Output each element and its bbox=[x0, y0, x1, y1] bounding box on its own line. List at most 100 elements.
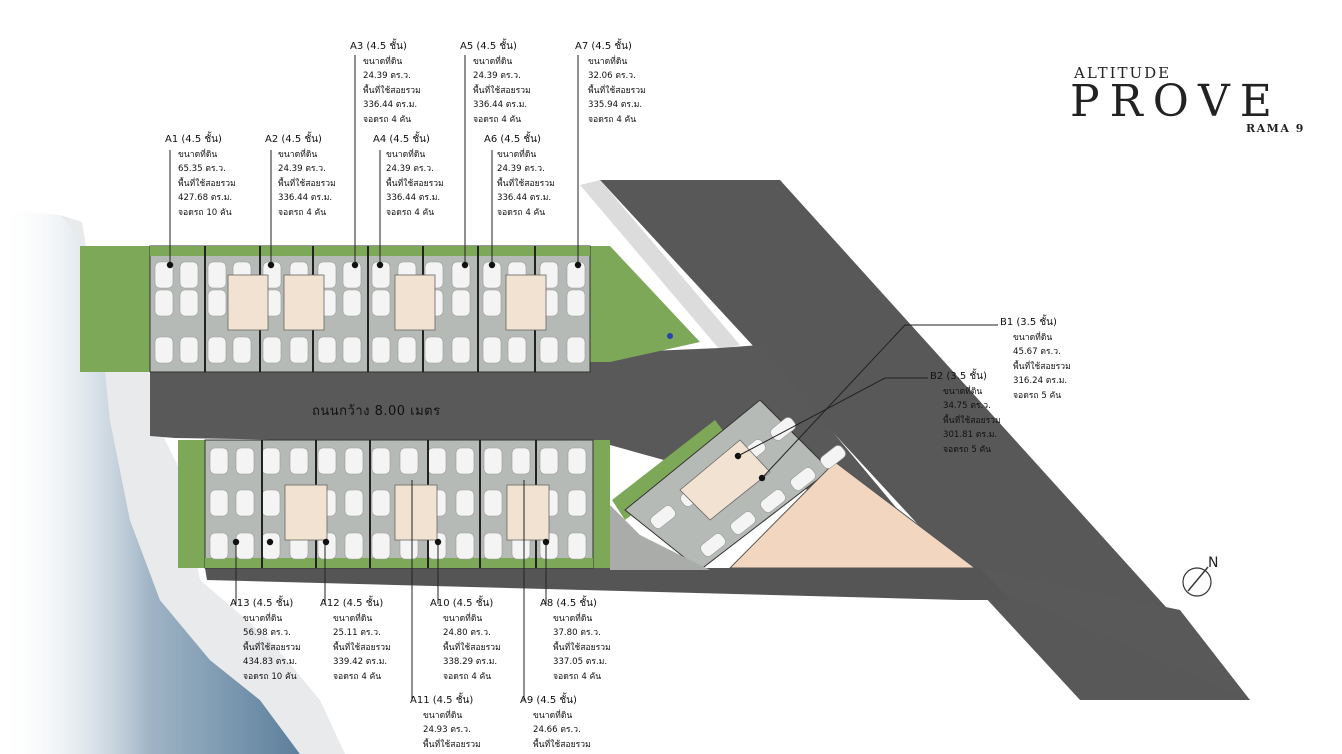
unit-area: 337.05 ตร.ม. bbox=[553, 657, 608, 667]
parked-car bbox=[539, 336, 559, 364]
unit-area-label: พื้นที่ใช้สอยรวม bbox=[333, 642, 391, 653]
unit-land: 65.35 ตร.ว. bbox=[178, 164, 226, 174]
bottom-block-grass-right bbox=[590, 440, 610, 568]
parked-car bbox=[209, 489, 229, 517]
bottom-block-hedge bbox=[205, 558, 593, 568]
parked-car bbox=[455, 532, 475, 560]
unit-label-a1: A1 (4.5 ชั้น) ขนาดที่ดิน 65.35 ตร.ว. พื้… bbox=[165, 133, 236, 220]
parked-car bbox=[154, 289, 174, 317]
parked-car bbox=[700, 533, 726, 557]
unit-marker bbox=[322, 538, 330, 546]
parked-car bbox=[424, 336, 444, 364]
parked-car bbox=[154, 261, 174, 289]
unit-label-b2: B2 (3.5 ชั้น) ขนาดที่ดิน 34.75 ตร.ว. พื้… bbox=[930, 370, 1001, 457]
unit-parking: จอดรถ 4 คัน bbox=[553, 671, 602, 682]
building-footprint bbox=[394, 484, 438, 541]
unit-title: A6 (4.5 ชั้น) bbox=[484, 134, 541, 145]
unit-title: A4 (4.5 ชั้น) bbox=[373, 134, 430, 145]
parked-car bbox=[235, 532, 255, 560]
unit-label-b1: B1 (3.5 ชั้น) ขนาดที่ดิน 45.67 ตร.ว. พื้… bbox=[1000, 316, 1071, 403]
unit-area-label: พื้นที่ใช้สอยรวม bbox=[1013, 361, 1071, 372]
unit-parking: จอดรถ 4 คัน bbox=[497, 207, 546, 218]
unit-label-a7: A7 (4.5 ชั้น) ขนาดที่ดิน 32.06 ตร.ว. พื้… bbox=[575, 40, 646, 127]
building-footprint bbox=[679, 439, 771, 521]
unit-parking: จอดรถ 4 คัน bbox=[588, 114, 637, 125]
unit-land-label: ขนาดที่ดิน bbox=[943, 386, 983, 397]
building-footprint bbox=[394, 274, 436, 331]
parked-car bbox=[455, 447, 475, 475]
parked-car bbox=[207, 336, 227, 364]
unit-label-a2: A2 (4.5 ชั้น) ขนาดที่ดิน 24.39 ตร.ว. พื้… bbox=[265, 133, 336, 220]
parked-car bbox=[455, 489, 475, 517]
unit-land-label: ขนาดที่ดิน bbox=[553, 613, 593, 624]
right-spur-road bbox=[720, 345, 1250, 700]
parked-car bbox=[427, 447, 447, 475]
parked-car bbox=[371, 489, 391, 517]
unit-land-label: ขนาดที่ดิน bbox=[243, 613, 283, 624]
leader-line bbox=[737, 377, 886, 457]
top-block-grass-right bbox=[585, 246, 700, 362]
parked-car bbox=[650, 505, 676, 529]
unit-area-label: พื้นที่ใช้สอยรวม bbox=[497, 178, 555, 189]
parked-car bbox=[289, 447, 309, 475]
parked-car bbox=[760, 489, 786, 513]
unit-land-label: ขนาดที่ดิน bbox=[423, 710, 463, 721]
unit-label-a3: A3 (4.5 ชั้น) ขนาดที่ดิน 24.39 ตร.ว. พื้… bbox=[350, 40, 421, 127]
parked-car bbox=[371, 336, 391, 364]
parked-car bbox=[344, 489, 364, 517]
unit-label-a6: A6 (4.5 ชั้น) ขนาดที่ดิน 24.39 ตร.ว. พื้… bbox=[484, 133, 555, 220]
parked-car bbox=[730, 511, 756, 535]
unit-marker bbox=[461, 261, 469, 269]
unit-parking: จอดรถ 4 คัน bbox=[363, 114, 412, 125]
unit-label-a13: A13 (4.5 ชั้น) ขนาดที่ดิน 56.98 ตร.ว. พื… bbox=[230, 597, 301, 684]
leader-lines bbox=[169, 55, 998, 700]
unit-land: 24.93 ตร.ว. bbox=[423, 725, 471, 735]
unit-area: 434.83 ตร.ม. bbox=[243, 657, 298, 667]
parked-car bbox=[566, 289, 586, 317]
unit-title: A12 (4.5 ชั้น) bbox=[320, 598, 384, 609]
building-footprint bbox=[506, 484, 550, 541]
parked-car bbox=[179, 336, 199, 364]
unit-title: B1 (3.5 ชั้น) bbox=[1000, 317, 1057, 328]
site-point-marker bbox=[667, 333, 673, 339]
unit-land-label: ขนาดที่ดิน bbox=[178, 149, 218, 160]
unit-land: 24.39 ตร.ว. bbox=[473, 71, 521, 81]
unit-area-label: พื้นที่ใช้สอยรวม bbox=[363, 85, 421, 96]
unit-title: B2 (3.5 ชั้น) bbox=[930, 371, 987, 382]
unit-marker bbox=[376, 261, 384, 269]
unit-land-label: ขนาดที่ดิน bbox=[278, 149, 318, 160]
unit-area-label: พื้นที่ใช้สอยรวม bbox=[243, 642, 301, 653]
parked-car bbox=[317, 447, 337, 475]
b-block-walk bbox=[610, 505, 710, 570]
bottom-block-grass-left bbox=[178, 440, 208, 568]
unit-area: 301.81 ตร.ม. bbox=[943, 430, 998, 440]
parked-car bbox=[289, 336, 309, 364]
unit-title: A5 (4.5 ชั้น) bbox=[460, 41, 517, 52]
parked-car bbox=[342, 336, 362, 364]
unit-title: A1 (4.5 ชั้น) bbox=[165, 134, 222, 145]
parked-car bbox=[567, 489, 587, 517]
brand-logo: ALTITUDE PROVE RAMA 9 bbox=[1070, 62, 1315, 142]
parked-car bbox=[482, 336, 502, 364]
unit-area: 339.42 ตร.ม. bbox=[333, 657, 388, 667]
unit-area-label: พื้นที่ใช้สอยรวม bbox=[553, 642, 611, 653]
unit-area: 336.44 ตร.ม. bbox=[497, 193, 552, 203]
unit-label-a11: A11 (4.5 ชั้น) ขนาดที่ดิน 24.93 ตร.ว. พื… bbox=[410, 694, 481, 752]
unit-parking: จอดรถ 4 คัน bbox=[333, 671, 382, 682]
unit-title: A11 (4.5 ชั้น) bbox=[410, 695, 474, 706]
brand-sub: RAMA 9 bbox=[1246, 122, 1305, 135]
parked-car bbox=[261, 447, 281, 475]
parked-car bbox=[820, 445, 846, 469]
parked-car bbox=[179, 289, 199, 317]
parked-car bbox=[342, 261, 362, 289]
building-footprint bbox=[283, 274, 325, 331]
parked-car bbox=[262, 336, 282, 364]
unit-area-label: พื้นที่ใช้สอยรวม bbox=[473, 85, 531, 96]
parked-car bbox=[344, 447, 364, 475]
parked-car bbox=[154, 336, 174, 364]
unit-marker bbox=[232, 538, 240, 546]
unit-area-label: พื้นที่ใช้สอยรวม bbox=[278, 178, 336, 189]
unit-land: 32.06 ตร.ว. bbox=[588, 71, 636, 81]
north-arrow-icon: N bbox=[1182, 555, 1218, 597]
brand-top: ALTITUDE bbox=[1074, 64, 1172, 82]
